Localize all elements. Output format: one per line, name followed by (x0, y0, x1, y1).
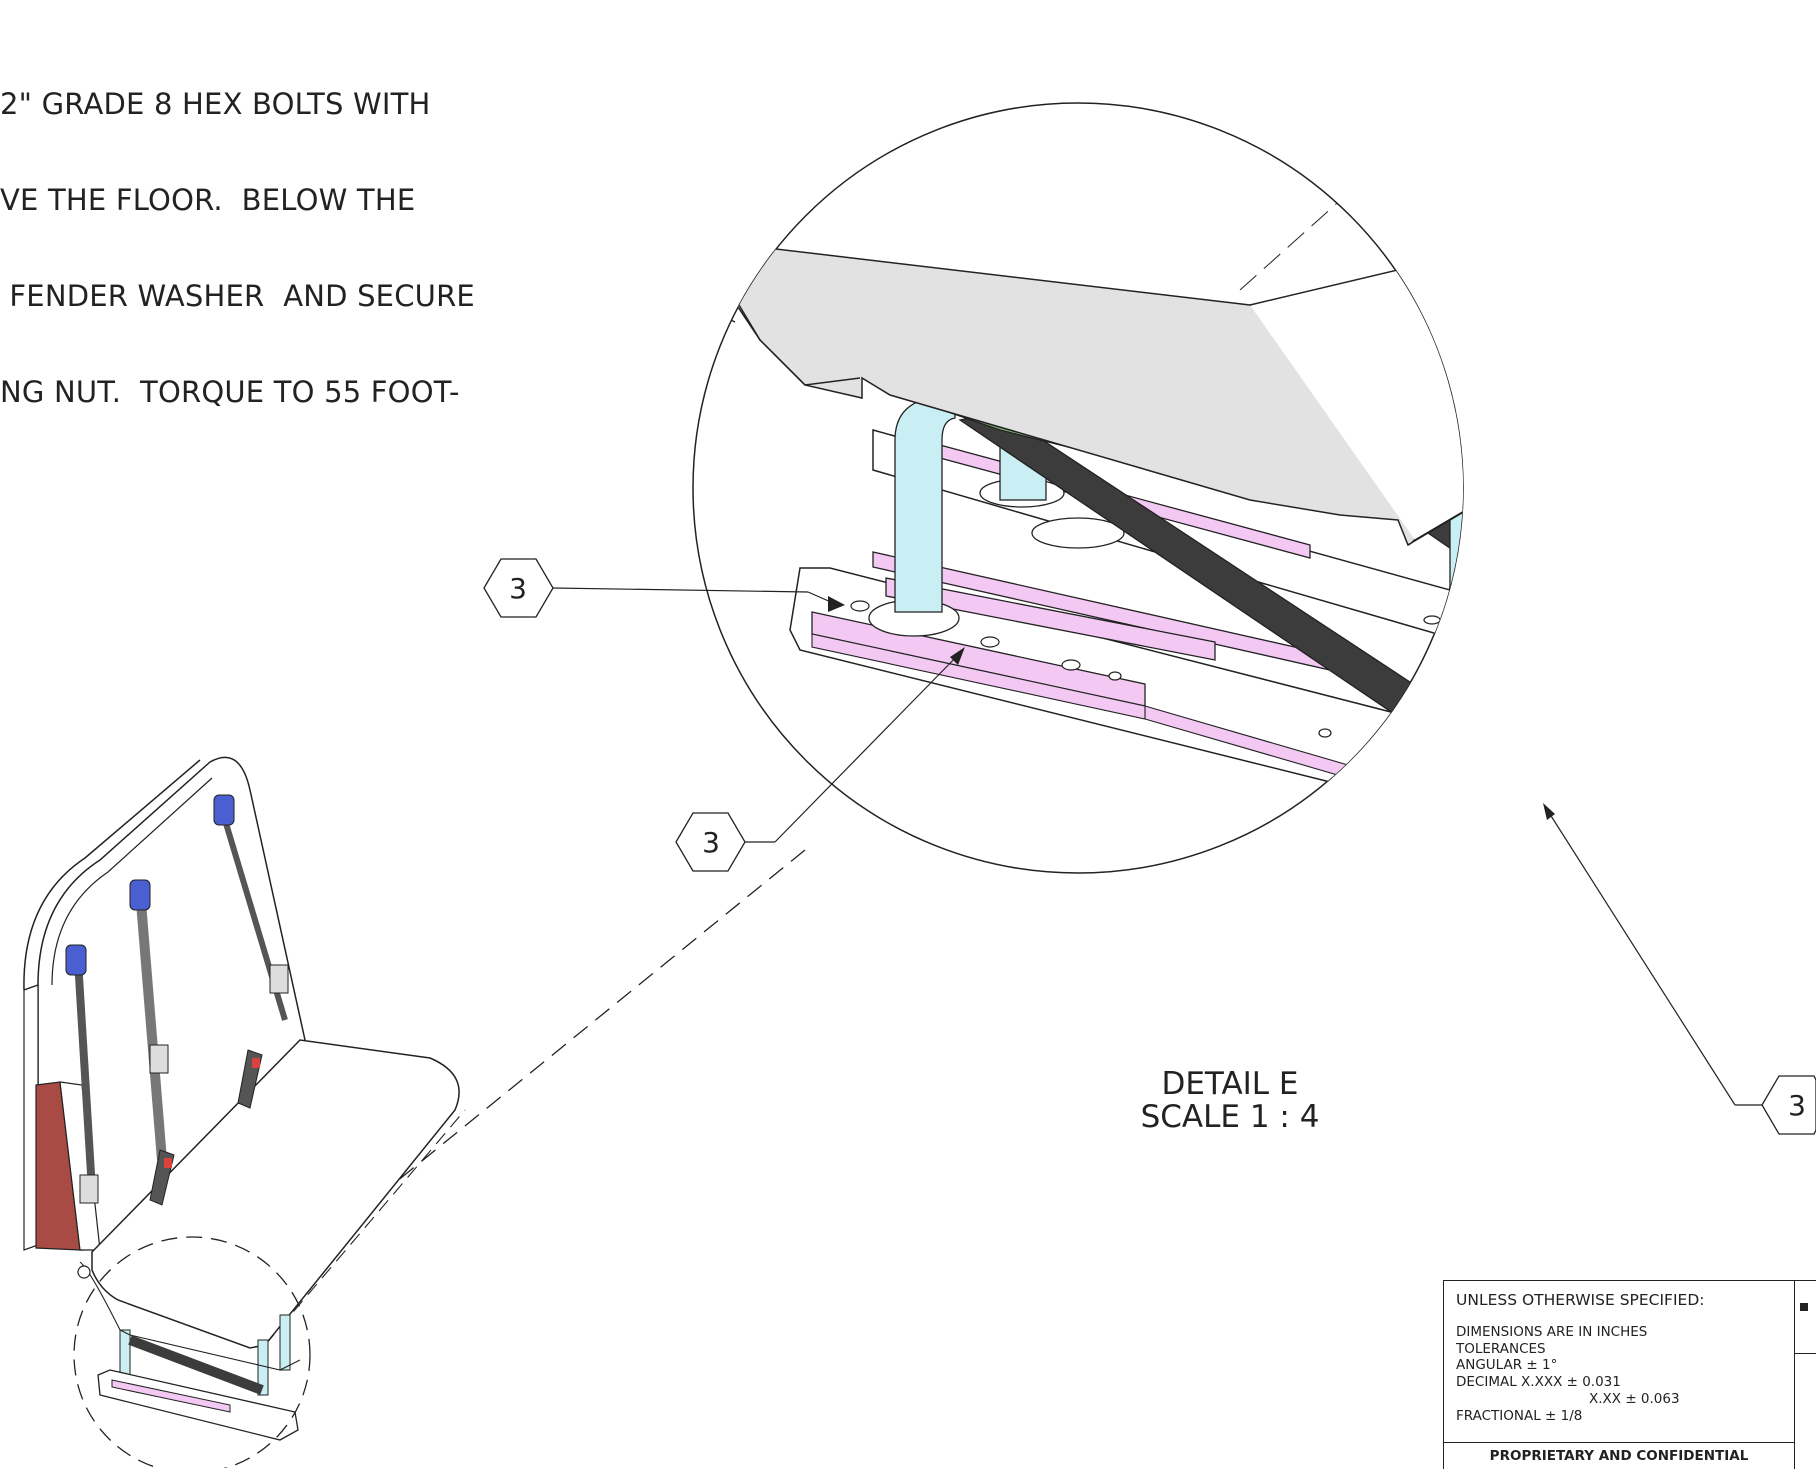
seat-cushion (91, 1039, 460, 1349)
tb-corner-mark (1800, 1303, 1808, 1311)
callout-2-label: 3 (702, 826, 720, 859)
note-line-3: FENDER WASHER AND SECURE (0, 279, 475, 313)
note-line-1: 2" GRADE 8 HEX BOLTS WITH (0, 87, 431, 121)
detail-e-marker-circle (73, 1236, 311, 1468)
seat-isometric-view (23, 756, 466, 1468)
detail-title: DETAIL E (1161, 1066, 1299, 1102)
detail-scale: SCALE 1 : 4 (1140, 1099, 1320, 1135)
tb-angular: ANGULAR ± 1° (1456, 1357, 1558, 1373)
seatbelt-anchor-1 (65, 944, 99, 1204)
callout-2: 3 (675, 647, 965, 872)
seat-backrest (37, 756, 306, 1251)
callout-3: 3 (1543, 803, 1816, 1135)
tb-divider (1794, 1353, 1816, 1354)
note-line-4: NG NUT. TORQUE TO 55 FOOT- (0, 375, 460, 409)
callout-1: 3 (483, 558, 845, 618)
detail-caption: DETAIL E SCALE 1 : 4 (1100, 1068, 1360, 1134)
seatbelt-anchor-3 (213, 794, 289, 994)
title-block: UNLESS OTHERWISE SPECIFIED: DIMENSIONS A… (1443, 1280, 1816, 1469)
tb-tolerances: TOLERANCES (1456, 1341, 1546, 1357)
tolerance-block: UNLESS OTHERWISE SPECIFIED: DIMENSIONS A… (1444, 1281, 1795, 1469)
tb-proprietary: PROPRIETARY AND CONFIDENTIAL (1444, 1442, 1794, 1470)
rear-leg-right (1560, 350, 1608, 650)
detail-e-view (289, 102, 1608, 1269)
assembly-note: 2" GRADE 8 HEX BOLTS WITH VE THE FLOOR. … (0, 24, 640, 440)
tb-fractional: FRACTIONAL ± 1/8 (1456, 1408, 1583, 1424)
tb-decimal-xxx: DECIMAL X.XXX ± 0.031 (1456, 1374, 1621, 1390)
tb-header: UNLESS OTHERWISE SPECIFIED: (1456, 1291, 1705, 1309)
note-line-2: VE THE FLOOR. BELOW THE (0, 183, 416, 217)
seatbelt-anchor-2 (129, 879, 169, 1074)
tb-dimensions: DIMENSIONS ARE IN INCHES (1456, 1324, 1648, 1340)
callout-3-label: 3 (1788, 1089, 1806, 1122)
callout-1-label: 3 (509, 572, 527, 605)
tb-decimal-xx: X.XX ± 0.063 (1589, 1391, 1680, 1407)
